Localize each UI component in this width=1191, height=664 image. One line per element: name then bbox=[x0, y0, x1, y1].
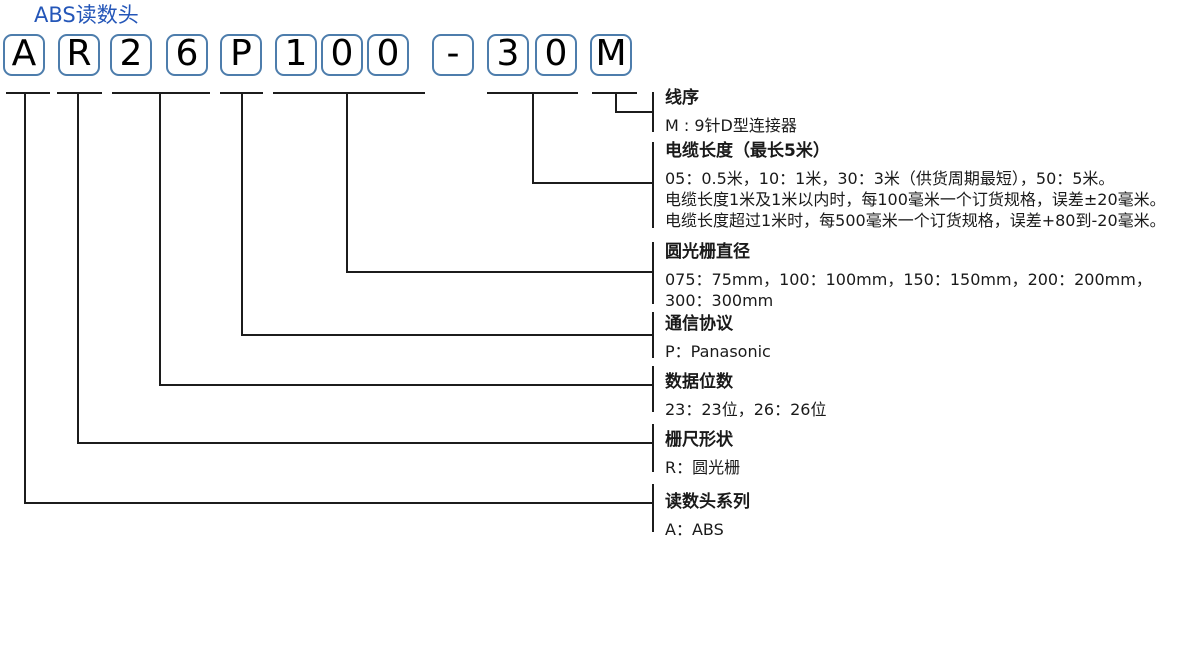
connector-diameter-100 bbox=[273, 92, 653, 273]
code-char-box: - bbox=[432, 34, 474, 76]
legend-title: 通信协议 bbox=[665, 314, 733, 334]
code-char-box: P bbox=[220, 34, 262, 76]
code-char-box: 0 bbox=[367, 34, 409, 76]
legend-line: P：Panasonic bbox=[665, 342, 771, 361]
legend-title: 线序 bbox=[665, 88, 699, 108]
code-char-box: A bbox=[3, 34, 45, 76]
legend-line: 05：0.5米，10：1米，30：3米（供货周期最短），50：5米。 bbox=[665, 169, 1115, 188]
code-char-box: 3 bbox=[487, 34, 529, 76]
legend-title: 栅尺形状 bbox=[665, 430, 733, 450]
legend-line: 075：75mm，100：100mm，150：150mm，200：200mm， bbox=[665, 270, 1152, 289]
legend-title: 电缆长度（最长5米） bbox=[665, 141, 830, 161]
code-char-box: 1 bbox=[275, 34, 317, 76]
legend-line: 23：23位，26：26位 bbox=[665, 400, 827, 419]
code-char-box: 0 bbox=[535, 34, 577, 76]
legend-line: 电缆长度超过1米时，每500毫米一个订货规格，误差+80到-20毫米。 bbox=[665, 211, 1166, 230]
code-char-box: 2 bbox=[110, 34, 152, 76]
legend-protocol: 通信协议 P：Panasonic bbox=[665, 315, 1191, 362]
code-char-box: M bbox=[590, 34, 632, 76]
legend-line: 电缆长度1米及1米以内时，每100毫米一个订货规格，误差±20毫米。 bbox=[665, 190, 1166, 209]
legend-readhead-series: 读数头系列 A：ABS bbox=[665, 493, 1191, 540]
code-char-box: R bbox=[58, 34, 100, 76]
code-char-box: 0 bbox=[321, 34, 363, 76]
code-char-box: 6 bbox=[166, 34, 208, 76]
legend-wire-order: 线序 M : 9针D型连接器 bbox=[665, 89, 1191, 136]
legend-grating-diameter: 圆光栅直径 075：75mm，100：100mm，150：150mm，200：2… bbox=[665, 243, 1191, 311]
legend-cable-length: 电缆长度（最长5米） 05：0.5米，10：1米，30：3米（供货周期最短），5… bbox=[665, 142, 1191, 231]
legend-data-bits: 数据位数 23：23位，26：26位 bbox=[665, 373, 1191, 420]
legend-line: M : 9针D型连接器 bbox=[665, 116, 797, 135]
legend-line: A：ABS bbox=[665, 520, 724, 539]
connector-cable-30 bbox=[487, 92, 653, 184]
legend-title: 读数头系列 bbox=[665, 492, 750, 512]
legend-line: R：圆光栅 bbox=[665, 458, 741, 477]
connector-series-a bbox=[6, 92, 653, 504]
connector-protocol-p bbox=[220, 92, 653, 336]
connector-wire-m bbox=[592, 92, 653, 113]
legend-scale-shape: 栅尺形状 R：圆光栅 bbox=[665, 431, 1191, 478]
legend-line: 300：300mm bbox=[665, 291, 774, 310]
legend-title: 圆光栅直径 bbox=[665, 242, 750, 262]
connector-shape-r bbox=[57, 92, 653, 444]
page-title: ABS读数头 bbox=[34, 3, 139, 27]
connector-bits-26 bbox=[112, 92, 653, 386]
legend-title: 数据位数 bbox=[665, 372, 733, 392]
